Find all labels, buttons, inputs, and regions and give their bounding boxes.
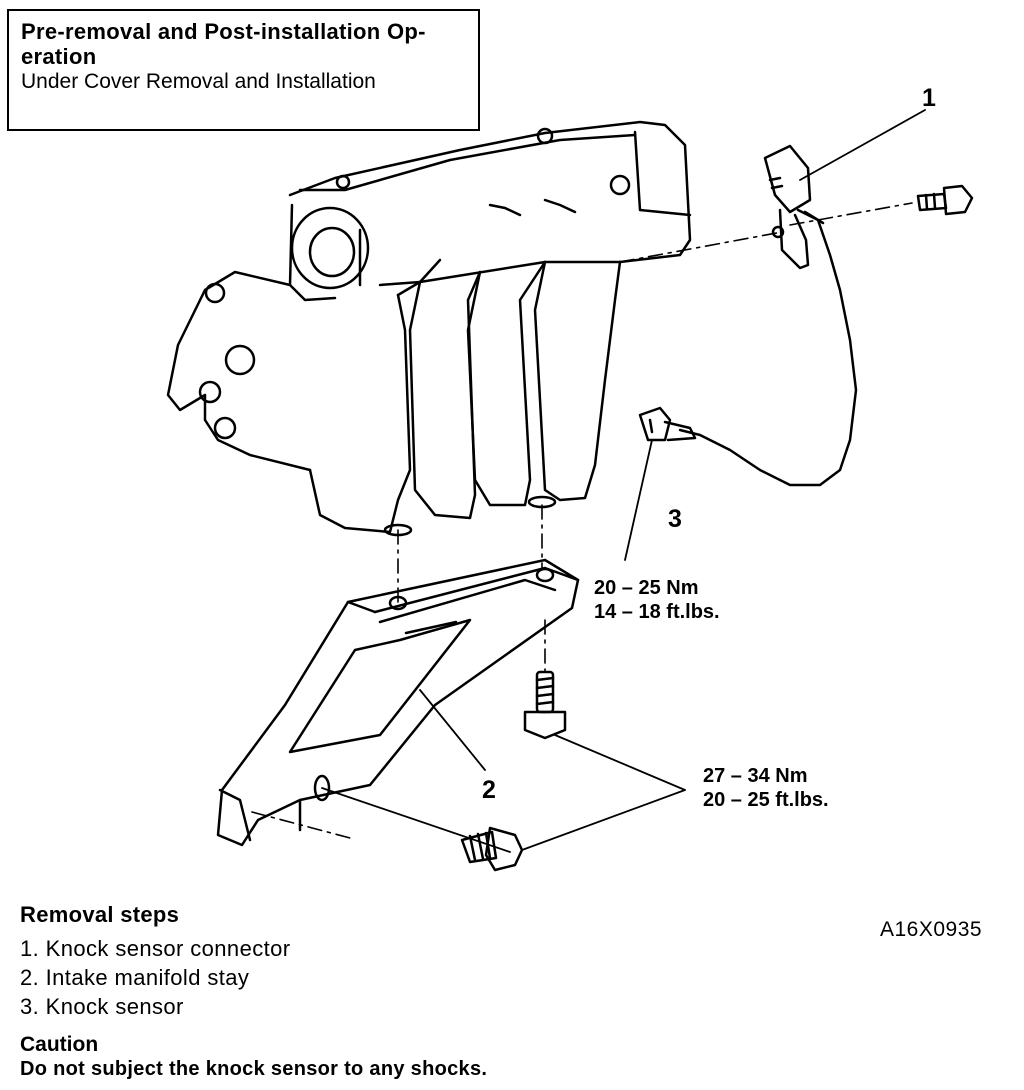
figure-code: A16X0935 — [880, 918, 983, 941]
stay-torque-nm: 27 – 34 Nm — [703, 765, 808, 787]
intake-manifold — [166, 120, 692, 537]
intake-manifold-stay — [216, 558, 580, 847]
caution-title: Caution — [20, 1033, 99, 1056]
callout-leaders — [321, 109, 926, 853]
removal-steps-list: 1. Knock sensor connector 2. Intake mani… — [20, 934, 290, 1021]
sensor-torque-ft: 14 – 18 ft.lbs. — [594, 601, 720, 623]
removal-step: 1. Knock sensor connector — [20, 936, 291, 961]
callout-3: 3 — [668, 505, 682, 533]
caution-text: Do not subject the knock sensor to any s… — [20, 1058, 488, 1080]
stay-torque: 27 – 34 Nm 20 – 25 ft.lbs. — [703, 764, 829, 812]
stay-torque-ft: 20 – 25 ft.lbs. — [703, 789, 829, 811]
stay-bolt-vertical — [523, 670, 567, 740]
removal-step: 3. Knock sensor — [20, 994, 184, 1019]
removal-step: 2. Intake manifold stay — [20, 965, 250, 990]
sensor-torque: 20 – 25 Nm 14 – 18 ft.lbs. — [594, 576, 720, 624]
preop-line-2: eration — [21, 44, 97, 69]
removal-steps-title: Removal steps — [20, 902, 180, 927]
connector-bracket-bolt — [916, 184, 974, 216]
alignment-lines — [251, 202, 913, 839]
preop-line-1: Pre-removal and Post-installation Op- — [21, 19, 426, 44]
preop-line-3: Under Cover Removal and Installation — [21, 70, 376, 93]
caution-note: Caution Do not subject the knock sensor … — [20, 1033, 487, 1081]
knock-sensor-connector — [678, 144, 858, 487]
callout-1: 1 — [922, 84, 936, 112]
sensor-torque-nm: 20 – 25 Nm — [594, 577, 699, 599]
callout-2: 2 — [482, 776, 496, 804]
knock-sensor — [638, 406, 697, 442]
removal-steps: Removal steps 1. Knock sensor connector … — [20, 902, 290, 1021]
exploded-view-diagram — [166, 109, 974, 872]
preop-box: Pre-removal and Post-installation Op- er… — [7, 9, 480, 131]
stay-bolt-horizontal — [460, 826, 524, 872]
